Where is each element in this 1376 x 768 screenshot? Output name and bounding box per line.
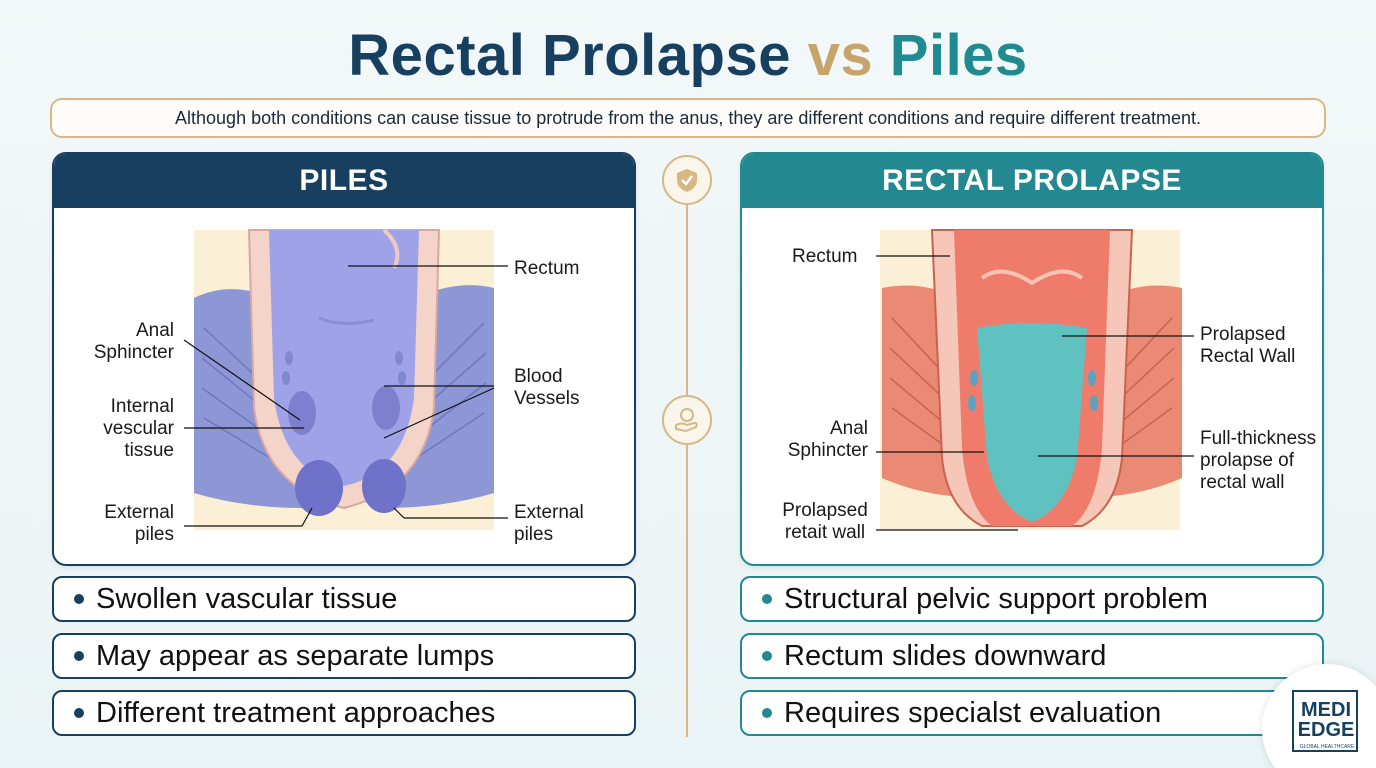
piles-panel: PILES — [52, 152, 636, 566]
piles-label-anal-sphincter: Anal Sphincter — [93, 320, 174, 363]
prolapse-label-full-thickness: Full-thickness prolapse of rectal wall — [1200, 428, 1317, 493]
prolapse-bullet-2: Rectum slides downward — [740, 633, 1324, 679]
bullet-dot — [762, 594, 772, 604]
prolapse-label-rectum: Rectum — [792, 246, 858, 267]
shield-check-icon — [662, 155, 712, 205]
prolapse-heading: RECTAL PROLAPSE — [742, 154, 1322, 208]
piles-anatomy-illustration — [183, 228, 508, 530]
center-divider — [686, 205, 688, 737]
prolapse-bullet-1: Structural pelvic support problem — [740, 576, 1324, 622]
subtitle-banner: Although both conditions can cause tissu… — [50, 98, 1326, 138]
prolapse-label-prolapsed-retait-wall: Prolapsed retait wall — [782, 500, 868, 543]
title-part-2: vs — [807, 23, 874, 88]
logo-line-1: MEDI — [1301, 699, 1351, 721]
piles-label-external-left: External piles — [104, 502, 174, 545]
prolapse-anatomy-illustration — [876, 229, 1194, 531]
hand-coin-icon — [662, 395, 712, 445]
piles-bullet-1: Swollen vascular tissue — [52, 576, 636, 622]
prolapse-label-prolapsed-rectal-wall: Prolapsed Rectal Wall — [1200, 324, 1296, 367]
logo-tagline: GLOBAL HEALTHCARE — [1299, 744, 1355, 750]
bullet-dot — [74, 708, 84, 718]
bullet-dot — [762, 651, 772, 661]
title-part-1: Rectal Prolapse — [348, 23, 791, 88]
piles-label-rectum: Rectum — [514, 258, 580, 279]
piles-bullet-3: Different treatment approaches — [52, 690, 636, 736]
bullet-text: Different treatment approaches — [96, 696, 496, 729]
piles-label-external-right: External piles — [514, 502, 584, 545]
bullet-text: May appear as separate lumps — [96, 639, 495, 672]
piles-bullet-2: May appear as separate lumps — [52, 633, 636, 679]
bullet-dot — [74, 651, 84, 661]
bullet-text: Requires specialst evaluation — [784, 696, 1162, 729]
prolapse-panel: RECTAL PROLAPSE Rectum Prolapsed Rectal … — [740, 152, 1324, 566]
bullet-dot — [762, 708, 772, 718]
piles-heading: PILES — [54, 154, 634, 208]
title-part-3: Piles — [889, 23, 1028, 88]
prolapse-label-anal-sphincter: Anal Sphincter — [787, 418, 868, 461]
logo-frame — [1292, 690, 1358, 752]
bullet-text: Structural pelvic support problem — [784, 582, 1208, 615]
bullet-dot — [74, 594, 84, 604]
bullet-text: Rectum slides downward — [784, 639, 1107, 672]
logo-line-2: EDGE — [1297, 719, 1355, 741]
piles-label-internal-vascular: Internal vescular tissue — [103, 396, 174, 461]
bullet-text: Swollen vascular tissue — [96, 582, 398, 615]
page-title: Rectal Prolapse vs Piles — [0, 22, 1376, 89]
piles-label-blood-vessels: Blood Vessels — [514, 366, 580, 409]
prolapse-bullet-3: Requires specialst evaluation — [740, 690, 1324, 736]
